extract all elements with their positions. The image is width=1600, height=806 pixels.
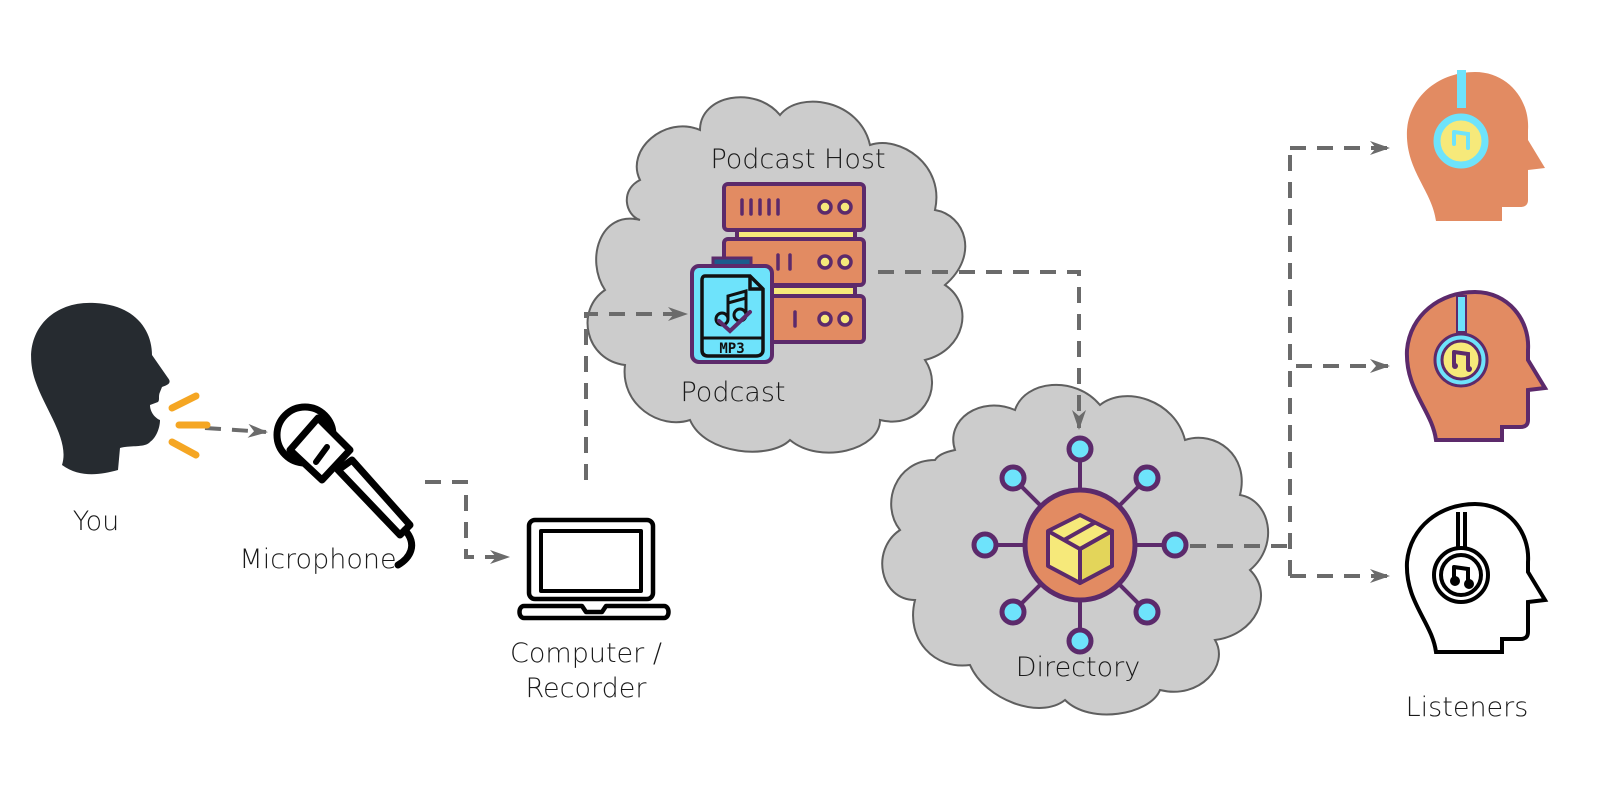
- label-you: You: [73, 506, 120, 537]
- mp3-badge-text: MP3: [719, 341, 744, 357]
- connector-microphone-to-computer: [425, 480, 510, 564]
- listener-filled-outline-icon: [1404, 289, 1549, 442]
- sound-waves-icon: [168, 392, 211, 459]
- label-directory: Directory: [1016, 652, 1140, 683]
- connector-host-to-directory: [878, 270, 1086, 430]
- connector-you-to-microphone: [204, 423, 268, 438]
- mp3-file-icon: MP3: [690, 256, 774, 364]
- label-podcast-host: Podcast Host: [710, 144, 885, 175]
- speaking-head-icon: [31, 302, 211, 475]
- microphone-icon: [273, 403, 416, 569]
- laptop-icon: [517, 517, 671, 621]
- label-computer-line2: Recorder: [526, 673, 648, 704]
- label-computer-line1: Computer /: [510, 638, 662, 669]
- listener-line-icon: [1404, 501, 1549, 654]
- connector-computer-to-podcast: [584, 307, 688, 480]
- label-listeners: Listeners: [1406, 692, 1529, 723]
- network-box-icon: [971, 435, 1189, 655]
- label-podcast: Podcast: [680, 377, 785, 408]
- listener-flat-icon: [1406, 70, 1545, 221]
- label-microphone: Microphone: [239, 544, 396, 575]
